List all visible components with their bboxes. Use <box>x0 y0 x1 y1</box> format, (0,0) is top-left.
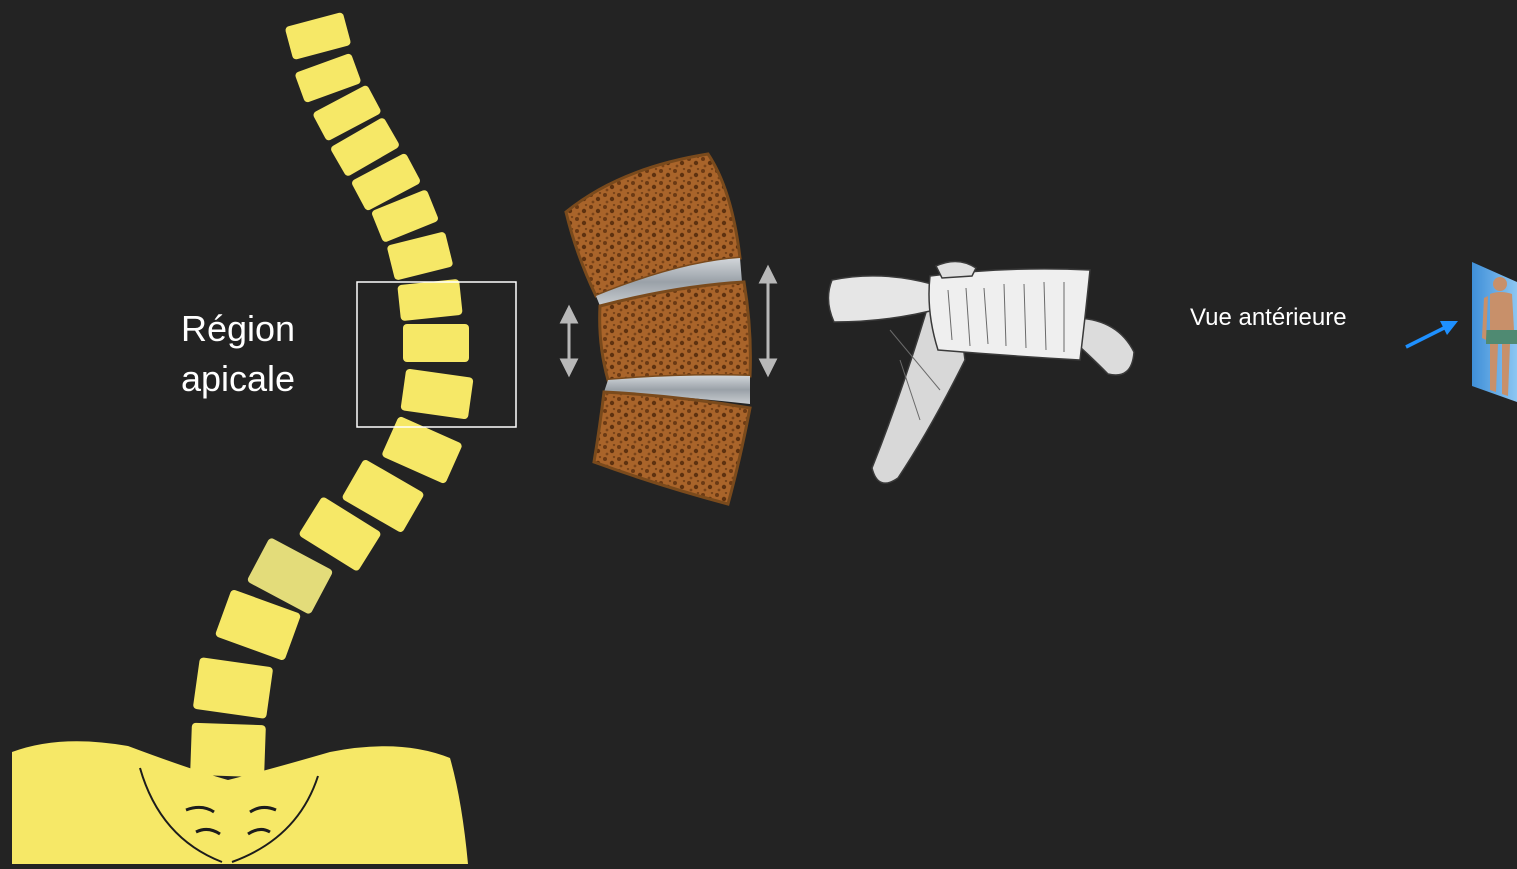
short-height-arrow-icon <box>562 308 576 374</box>
apical-region-label: Région apicale <box>158 304 318 404</box>
vertebra <box>193 657 274 719</box>
anterior-view-label: Vue antérieure <box>1190 304 1347 332</box>
vertebra <box>190 723 266 778</box>
view-direction-arrow-icon <box>1406 321 1458 347</box>
vertebra <box>387 231 454 280</box>
apical-region-label-line-2: apicale <box>158 354 318 404</box>
tall-height-arrow-icon <box>761 268 775 374</box>
vertebra <box>400 368 473 419</box>
vertebra <box>403 324 469 362</box>
vertebral-body-lower <box>594 392 750 504</box>
apical-region-label-line-1: Région <box>158 304 318 354</box>
vertebra <box>285 12 352 60</box>
vertebra <box>397 279 462 321</box>
vertebra <box>381 416 463 485</box>
wedged-vertebra-drawing-icon <box>828 261 1134 483</box>
vertebra-cross-section-icon <box>566 154 750 504</box>
anatomical-figure-icon <box>1472 262 1517 402</box>
